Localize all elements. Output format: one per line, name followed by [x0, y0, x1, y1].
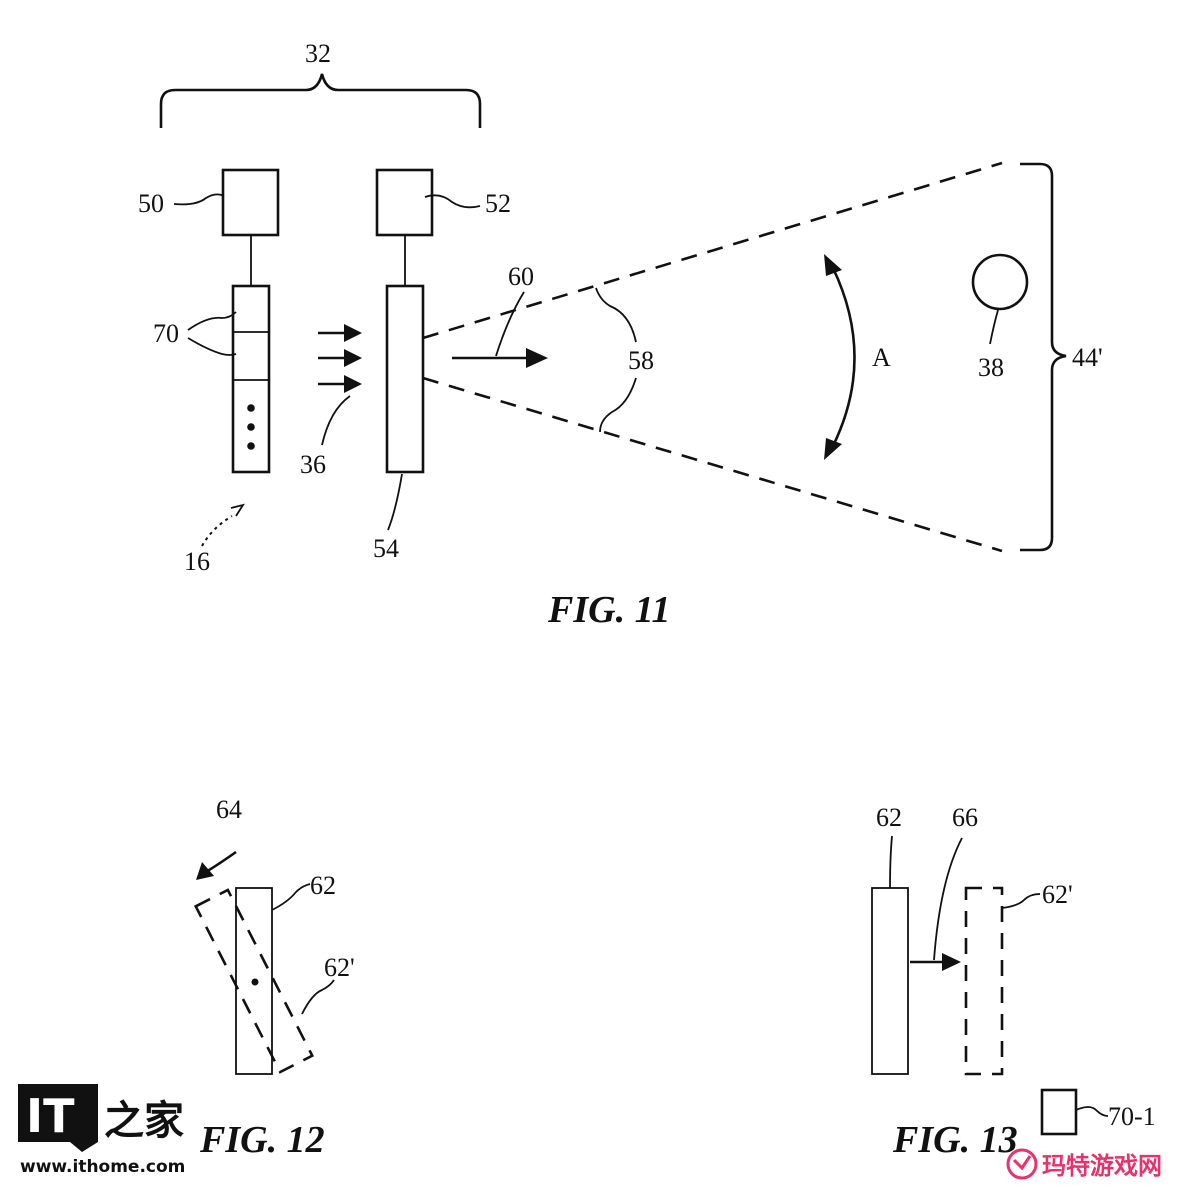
ithome-logo-it: IT — [26, 1089, 75, 1143]
leader-70-a — [187, 311, 237, 331]
mate-logo-icon-mark — [1012, 1155, 1032, 1171]
ithome-url: www.ithome.com — [20, 1157, 185, 1177]
element-54 — [385, 284, 425, 474]
element-62-prime-rotated — [193, 888, 315, 1074]
dot-1 — [247, 404, 255, 412]
label-60: 60 — [508, 262, 534, 291]
label-36: 36 — [300, 450, 326, 479]
leader-62-prime-fig13 — [1001, 893, 1041, 909]
leader-70-1 — [1075, 1106, 1109, 1117]
leader-70-b — [187, 337, 237, 356]
figure-13: 62 66 62' FIG. 13 70-1 — [871, 803, 1156, 1161]
ithome-logo-tail — [70, 1142, 98, 1152]
label-50: 50 — [138, 189, 164, 218]
angle-arc-head-top — [824, 254, 842, 276]
mate-logo-icon — [1006, 1148, 1038, 1180]
label-52: 52 — [485, 189, 511, 218]
arrow-60-head — [526, 348, 548, 368]
ithome-logo-chars: 之家 — [104, 1098, 184, 1144]
leader-58-upper — [595, 287, 637, 343]
element-70-1 — [1040, 1088, 1078, 1136]
fov-upper-dashed — [422, 161, 1003, 340]
brace-44 — [1020, 162, 1067, 552]
element-62-fig12 — [235, 887, 273, 1075]
label-62-prime-fig12: 62' — [324, 953, 355, 982]
pivot-dot — [251, 978, 259, 986]
label-58: 58 — [628, 346, 654, 375]
column-70 — [231, 284, 271, 474]
label-62-prime-fig13: 62' — [1042, 880, 1073, 909]
leader-62-fig13 — [889, 835, 893, 889]
label-44: 44' — [1072, 343, 1103, 372]
leader-66 — [933, 837, 963, 961]
label-54: 54 — [373, 534, 399, 563]
dot-2 — [247, 423, 255, 431]
angle-arc — [831, 267, 856, 447]
label-16: 16 — [184, 547, 210, 576]
rotation-arrow-64-head — [196, 862, 214, 880]
fov-lower-dashed — [422, 376, 1003, 553]
leader-16 — [201, 515, 233, 547]
leader-52 — [424, 194, 481, 209]
figure-13-caption: FIG. 13 — [892, 1119, 1018, 1161]
mate-watermark-text: 玛特游戏网 — [1042, 1152, 1162, 1180]
element-62-prime-translated — [964, 886, 1004, 1076]
figure-11: 32 50 70 16 36 52 — [138, 39, 1103, 631]
label-62-fig12: 62 — [310, 871, 336, 900]
leader-62-fig12 — [271, 883, 311, 911]
caption-cover — [1030, 1124, 1040, 1158]
leader-62-prime-fig12 — [301, 979, 335, 1015]
box-52 — [375, 168, 434, 237]
leader-58-lower — [599, 377, 637, 433]
label-38: 38 — [978, 353, 1004, 382]
leader-50 — [173, 193, 225, 206]
leader-38 — [989, 309, 999, 345]
dot-3 — [247, 442, 255, 450]
mate-watermark: 玛特游戏网 — [1006, 1148, 1162, 1180]
figure-12-caption: FIG. 12 — [199, 1119, 325, 1161]
input-arrows-36 — [318, 324, 362, 393]
label-62-fig13: 62 — [876, 803, 902, 832]
leader-54 — [387, 473, 403, 531]
box-50 — [221, 168, 280, 237]
label-64: 64 — [216, 795, 242, 824]
label-70: 70 — [153, 319, 179, 348]
label-70-1: 70-1 — [1108, 1102, 1156, 1131]
ithome-logo-box — [18, 1084, 98, 1142]
object-38 — [971, 253, 1029, 311]
label-66: 66 — [952, 803, 978, 832]
arrowhead-16 — [230, 503, 245, 517]
figure-11-caption: FIG. 11 — [547, 589, 670, 631]
element-62-fig13 — [871, 887, 909, 1075]
ithome-watermark: IT 之家 www.ithome.com — [18, 1084, 185, 1177]
brace-32 — [159, 73, 482, 128]
figure-12: 64 62 62' FIG. 12 — [193, 795, 355, 1161]
translate-arrow-66-head — [942, 953, 961, 971]
angle-arc-head-bottom — [824, 438, 842, 460]
leader-60 — [495, 291, 525, 357]
rotation-arrow-64 — [205, 850, 237, 874]
leader-36 — [321, 395, 351, 446]
label-32: 32 — [305, 39, 331, 68]
label-A: A — [872, 343, 891, 372]
